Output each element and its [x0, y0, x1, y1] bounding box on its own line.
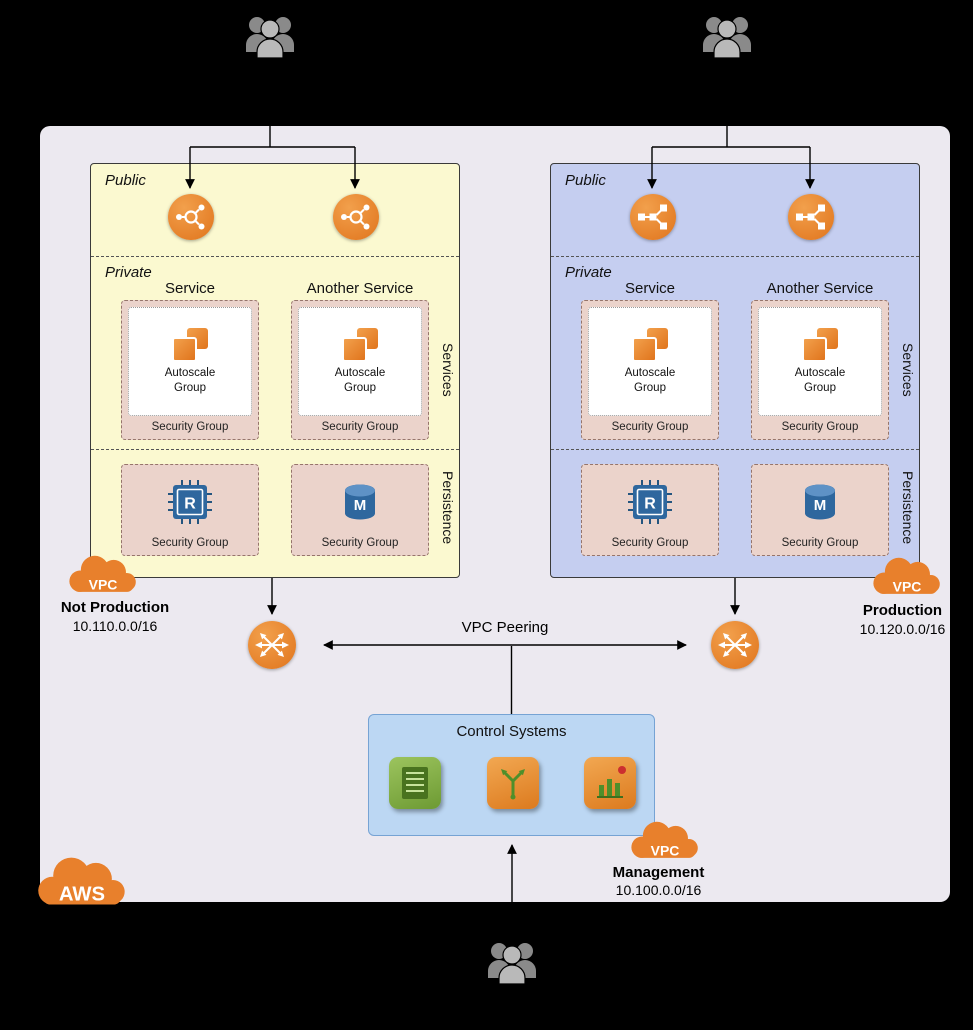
security-group-service: Autoscale Group Security Group: [581, 300, 719, 440]
security-group-label: Security Group: [151, 537, 229, 549]
private-tier-label: Private: [565, 264, 612, 281]
load-balancer-icon: [788, 194, 834, 240]
autoscale-group-box: Autoscale Group: [588, 307, 712, 416]
vpc-badge-label: VPC: [893, 578, 922, 594]
autoscale-group-label: Autoscale Group: [794, 367, 846, 394]
public-private-divider: [91, 256, 459, 257]
security-group-label: Security Group: [151, 421, 229, 433]
vpc-cloud-badge: VPC: [866, 550, 948, 594]
security-group-label: Security Group: [611, 421, 689, 433]
cache-letter: R: [184, 495, 196, 512]
public-tier-label: Public: [105, 172, 146, 189]
control-systems-box: Control Systems: [368, 714, 655, 836]
security-group-service: Autoscale Group Security Group: [751, 300, 889, 440]
control-systems-title: Control Systems: [456, 723, 567, 740]
vpc-badge-label: VPC: [89, 576, 118, 592]
security-group-database: M Security Group: [751, 464, 889, 556]
vpc-cidr-label: 10.110.0.0/16: [72, 618, 158, 634]
autoscale-group-label: Autoscale Group: [164, 367, 216, 394]
aws-logo-label: AWS: [59, 883, 105, 905]
security-group-label: Security Group: [321, 537, 399, 549]
vpc-name-label: Not Production: [60, 599, 170, 616]
template-list-icon: [389, 757, 441, 809]
security-group-cache: R Security Group: [121, 464, 259, 556]
autoscale-group-label: Autoscale Group: [624, 367, 676, 394]
autoscale-group-box: Autoscale Group: [128, 307, 252, 416]
vpc-name-label: Production: [862, 602, 943, 619]
users-icon-top-right: [699, 12, 755, 62]
vpc-production-box: Public Private Service Another Service A…: [550, 163, 920, 578]
autoscale-group-icon: [172, 328, 208, 363]
elasticache-redis-icon: R: [588, 471, 712, 532]
vpc-badge-label: VPC: [651, 842, 680, 858]
vpc-cloud-badge: VPC: [62, 548, 144, 592]
autoscale-group-icon: [802, 328, 838, 363]
services-persistence-divider: [91, 449, 459, 450]
vpc-name-label: Management: [612, 864, 705, 881]
services-side-label: Services: [440, 343, 456, 397]
vpc-router-icon: [248, 621, 296, 669]
service-title: Service: [624, 280, 676, 297]
vpc-router-icon: [711, 621, 759, 669]
autoscale-group-box: Autoscale Group: [298, 307, 422, 416]
database-icon: M: [298, 471, 422, 532]
db-letter: M: [354, 497, 367, 514]
persistence-side-label: Persistence: [900, 471, 916, 545]
service-title: Service: [164, 280, 216, 297]
vpc-peering-label: VPC Peering: [461, 619, 549, 636]
vpc-cidr-label: 10.120.0.0/16: [859, 621, 946, 637]
security-group-cache: R Security Group: [581, 464, 719, 556]
security-group-label: Security Group: [781, 421, 859, 433]
vpc-cloud-badge: VPC: [624, 814, 706, 858]
private-tier-label: Private: [105, 264, 152, 281]
aws-cloud-logo: AWS: [26, 848, 138, 905]
load-balancer-icon: [168, 194, 214, 240]
services-persistence-divider: [551, 449, 919, 450]
security-group-label: Security Group: [781, 537, 859, 549]
security-group-label: Security Group: [321, 421, 399, 433]
security-group-service: Autoscale Group Security Group: [121, 300, 259, 440]
database-icon: M: [758, 471, 882, 532]
autoscale-group-box: Autoscale Group: [758, 307, 882, 416]
persistence-side-label: Persistence: [440, 471, 456, 545]
db-letter: M: [814, 497, 827, 514]
public-private-divider: [551, 256, 919, 257]
service-title: Another Service: [306, 280, 414, 297]
autoscale-group-label: Autoscale Group: [334, 367, 386, 394]
cache-letter: R: [644, 495, 656, 512]
security-group-database: M Security Group: [291, 464, 429, 556]
services-side-label: Services: [900, 343, 916, 397]
public-tier-label: Public: [565, 172, 606, 189]
load-balancer-icon: [630, 194, 676, 240]
vpc-not-production-box: Public Private Service Another Service A…: [90, 163, 460, 578]
elasticache-redis-icon: R: [128, 471, 252, 532]
service-title: Another Service: [766, 280, 874, 297]
autoscale-group-icon: [342, 328, 378, 363]
users-icon-bottom: [484, 938, 540, 988]
users-icon-top-left: [242, 12, 298, 62]
security-group-label: Security Group: [611, 537, 689, 549]
load-balancer-icon: [333, 194, 379, 240]
security-group-service: Autoscale Group Security Group: [291, 300, 429, 440]
vpc-cidr-label: 10.100.0.0/16: [615, 882, 702, 898]
workflow-icon: [487, 757, 539, 809]
monitoring-chart-icon: [584, 757, 636, 809]
autoscale-group-icon: [632, 328, 668, 363]
